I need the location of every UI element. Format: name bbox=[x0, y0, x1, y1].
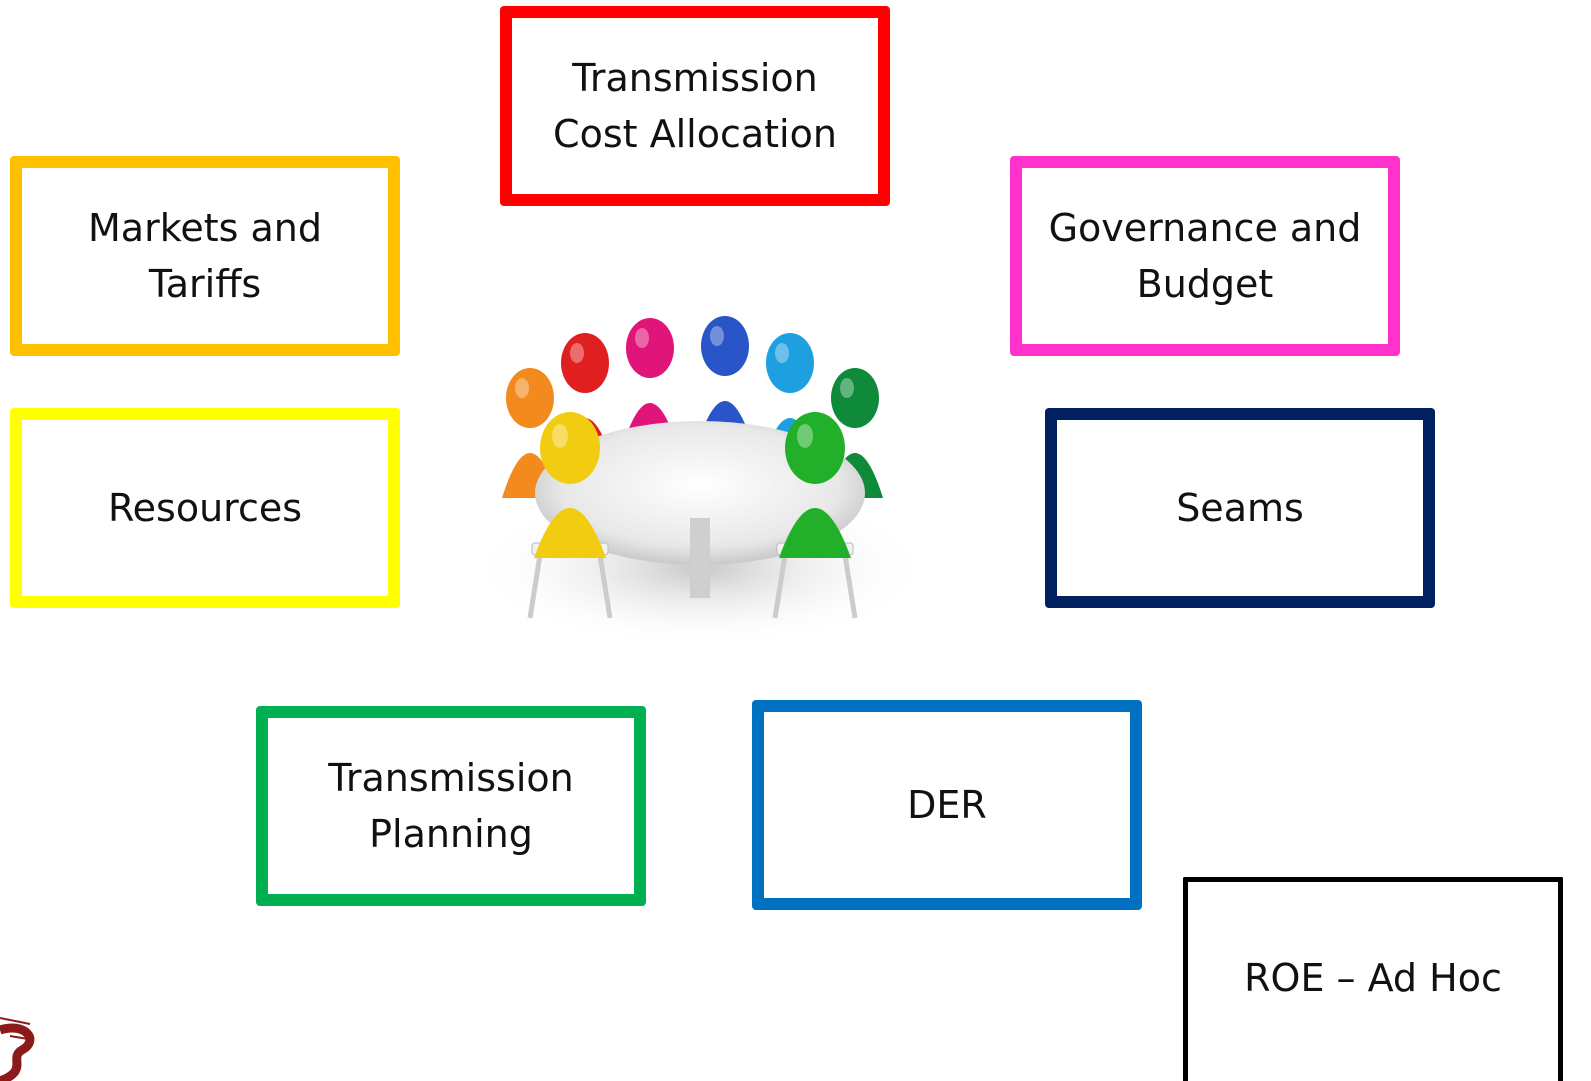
chair-leg bbox=[527, 554, 543, 619]
figure-highlight bbox=[635, 328, 649, 348]
chair-leg bbox=[597, 554, 613, 619]
roe-ad-hoc-box: ROE – Ad Hoc bbox=[1183, 877, 1563, 1081]
resources-box: Resources bbox=[10, 408, 400, 608]
chair-leg bbox=[842, 554, 858, 619]
figure-head bbox=[626, 318, 674, 378]
box-label-line: Governance and bbox=[1048, 206, 1362, 250]
box-label-line: Markets and bbox=[88, 206, 322, 250]
figure-head bbox=[506, 368, 554, 428]
figure-highlight bbox=[775, 343, 789, 363]
box-label-line: ROE – Ad Hoc bbox=[1244, 956, 1502, 1000]
table-top bbox=[535, 421, 865, 565]
box-label-line: Seams bbox=[1176, 486, 1304, 530]
table-leg bbox=[690, 518, 710, 598]
box-label-line: Resources bbox=[107, 486, 303, 530]
der-box: DER bbox=[752, 700, 1142, 910]
box-label-line: DER bbox=[907, 783, 987, 827]
figure bbox=[527, 412, 613, 619]
figure-head bbox=[785, 412, 845, 484]
round-table-meeting-icon bbox=[470, 316, 930, 648]
chair-leg bbox=[772, 554, 788, 619]
figure-highlight bbox=[570, 343, 584, 363]
figure-highlight bbox=[552, 424, 568, 448]
governance-and-budget-box: Governance and Budget bbox=[1010, 156, 1400, 356]
figure-head bbox=[561, 333, 609, 393]
box-label-line: Cost Allocation bbox=[553, 112, 837, 156]
figure-highlight bbox=[840, 378, 854, 398]
figure-head bbox=[701, 316, 749, 376]
figure-head bbox=[540, 412, 600, 484]
figure-highlight bbox=[797, 424, 813, 448]
box-label-line: Transmission bbox=[328, 756, 574, 800]
box-label-line: Tariffs bbox=[148, 262, 262, 306]
seams-box: Seams bbox=[1045, 408, 1435, 608]
organization-logo-icon bbox=[0, 1017, 35, 1081]
transmission-cost-allocation-box: Transmission Cost Allocation bbox=[500, 6, 890, 206]
box-label-line: Budget bbox=[1136, 262, 1274, 306]
figure-highlight bbox=[515, 378, 529, 398]
box-label-line: Transmission bbox=[572, 56, 818, 100]
figure-head bbox=[831, 368, 879, 428]
figure-body bbox=[779, 508, 851, 558]
figure bbox=[772, 412, 858, 619]
box-label-line: Planning bbox=[369, 812, 533, 856]
figure-body bbox=[534, 508, 606, 558]
markets-and-tariffs-box: Markets and Tariffs bbox=[10, 156, 400, 356]
figure-head bbox=[766, 333, 814, 393]
transmission-planning-box: Transmission Planning bbox=[256, 706, 646, 906]
figure-highlight bbox=[710, 326, 724, 346]
